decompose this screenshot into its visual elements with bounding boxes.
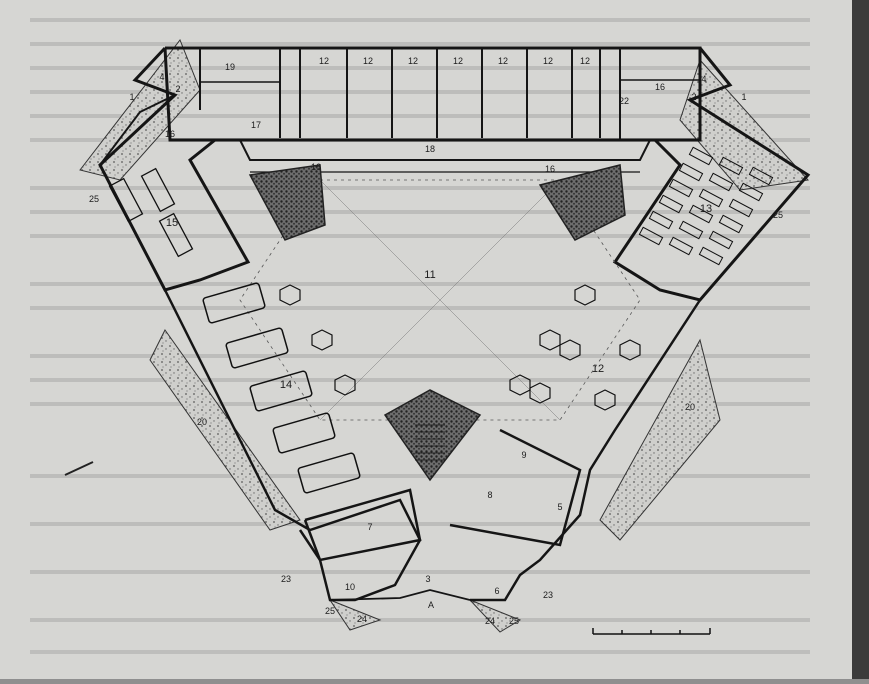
room-label-r2-left: 2 xyxy=(175,84,180,94)
room-label-r9: 9 xyxy=(521,450,526,460)
room-label-r13: 13 xyxy=(700,203,712,215)
room-label-r8: 8 xyxy=(487,490,492,500)
room-label-r25-left: 25 xyxy=(89,194,99,204)
room-label-cell-e: 12 xyxy=(498,56,508,66)
room-label-cell-c: 12 xyxy=(408,56,418,66)
room-label-r17: 17 xyxy=(251,120,261,130)
room-label-r5: 5 xyxy=(557,502,562,512)
room-label-r4-right: 4 xyxy=(701,74,706,84)
room-label-r10: 10 xyxy=(345,582,355,592)
room-label-r12: 12 xyxy=(592,363,604,375)
room-label-r20-right: 20 xyxy=(685,402,695,412)
scale-bar xyxy=(592,628,711,635)
room-label-r23-right: 23 xyxy=(543,590,553,600)
room-label-r4-left: 4 xyxy=(159,72,164,82)
room-label-r18: 18 xyxy=(425,144,435,154)
page-edge xyxy=(852,0,869,679)
room-label-cell-d: 12 xyxy=(453,56,463,66)
hall-diagonal-2 xyxy=(319,179,561,421)
room-label-r22: 22 xyxy=(619,96,629,106)
dining-tables xyxy=(202,282,361,494)
building-walls xyxy=(98,46,811,602)
room-label-r7: 7 xyxy=(367,522,372,532)
bleed-through-text xyxy=(30,18,810,654)
room-label-r24-right: 24 xyxy=(485,616,495,626)
room-label-r23-left: 23 xyxy=(281,574,291,584)
room-label-r25-br: 25 xyxy=(509,616,519,626)
room-label-r20-left: 20 xyxy=(197,417,207,427)
room-label-r1-right: 1 xyxy=(741,92,746,102)
room-label-r16-b: 16 xyxy=(311,162,321,172)
room-label-r3-entry: 3 xyxy=(425,574,430,584)
room-label-r6: 6 xyxy=(494,586,499,596)
court-left xyxy=(248,164,326,241)
room-label-r25-bl: 25 xyxy=(325,606,335,616)
room-label-cell-f: 12 xyxy=(543,56,553,66)
room-label-r11-hall: 11 xyxy=(424,269,435,281)
room-label-r25-right: 25 xyxy=(773,210,783,220)
cafe-tables xyxy=(279,284,641,411)
pencil-mark xyxy=(64,461,94,476)
kitchen-fixtures xyxy=(108,167,194,258)
room-label-r16-d: 16 xyxy=(655,82,665,92)
room-label-cell-a: 12 xyxy=(319,56,329,66)
court-center-stairs xyxy=(415,424,445,461)
room-label-r14: 14 xyxy=(280,379,292,391)
room-label-cell-b: 12 xyxy=(363,56,373,66)
room-label-r24-left: 24 xyxy=(357,614,367,624)
room-label-r15: 15 xyxy=(166,217,178,229)
seating-rows xyxy=(638,146,774,266)
room-label-r16-a: 16 xyxy=(165,129,175,139)
room-label-r1-left: 1 xyxy=(129,92,134,102)
room-label-r2-right: 2 xyxy=(691,92,696,102)
room-label-r19: 19 xyxy=(225,62,235,72)
room-label-r16-c: 16 xyxy=(545,164,555,174)
room-label-cell-g: 12 xyxy=(580,56,590,66)
court-center xyxy=(383,389,482,482)
room-label-entry-arrow: A xyxy=(428,600,434,610)
court-right xyxy=(538,164,626,241)
